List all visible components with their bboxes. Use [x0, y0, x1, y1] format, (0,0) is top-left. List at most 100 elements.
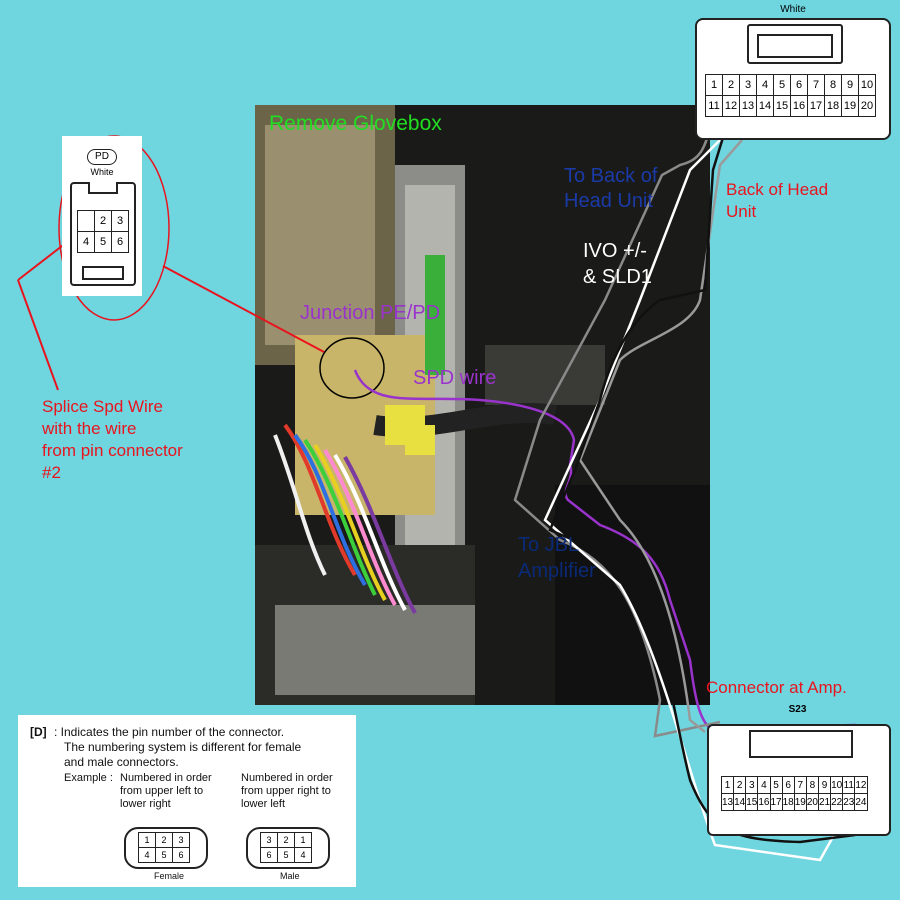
female-pin: 3: [172, 832, 190, 848]
amp-pin: 15: [745, 793, 759, 811]
splice-note-line-3: from pin connector: [42, 441, 183, 460]
back-of-head-unit-label-2: Unit: [726, 202, 757, 221]
head-unit-pin: 11: [705, 95, 723, 117]
splice-note-line-2: with the wire: [42, 419, 137, 438]
pd-connector-body: 2 3 4 5 6: [70, 182, 136, 286]
amp-pin: 22: [830, 793, 844, 811]
head-unit-pin: 18: [824, 95, 842, 117]
amp-pin: 1: [720, 776, 735, 794]
spd-wire-label: SPD wire: [413, 367, 497, 389]
amp-connector-body: 1 2 3 4 5 6 7 8 9 10 11 12 13 14 15 16 1…: [707, 724, 891, 836]
junction-circle: [319, 337, 385, 399]
legend-female-desc-2: from upper left to: [120, 785, 204, 797]
legend-male-desc-2: from upper right to: [241, 785, 331, 797]
amp-pin: 12: [854, 776, 868, 794]
head-unit-pin: 2: [722, 74, 740, 96]
pd-color-label: White: [90, 167, 114, 177]
amp-connector-code: S23: [788, 704, 807, 715]
head-unit-pin: 8: [824, 74, 842, 96]
legend-line-1: : Indicates the pin number of the connec…: [54, 725, 285, 739]
head-unit-pin: 1: [705, 74, 723, 96]
connector-at-amp-label: Connector at Amp.: [706, 678, 847, 697]
to-back-of-head-unit-label-1: To Back of: [564, 165, 658, 187]
male-pin: 2: [277, 832, 295, 848]
pd-pin: 6: [111, 231, 129, 253]
head-unit-pin: 14: [756, 95, 774, 117]
head-unit-pin: 4: [756, 74, 774, 96]
legend-male-desc-3: lower left: [241, 798, 286, 810]
glovebox-photo: Remove Glovebox: [255, 105, 710, 705]
female-caption: Female: [154, 871, 185, 881]
amp-connector-diagram: S23 1 2 3 4 5 6 7 8 9 10 11 12 13 14 15: [705, 700, 891, 836]
head-unit-pin: 9: [841, 74, 859, 96]
amp-pin: 6: [781, 776, 795, 794]
head-unit-pin: 10: [858, 74, 876, 96]
head-unit-connector-body: 1 2 3 4 5 6 7 8 9 10 11 12 13 14 15 16 1…: [695, 18, 891, 140]
amp-pin: 11: [842, 776, 856, 794]
ivo-label-1: IVO +/-: [583, 240, 647, 262]
pd-pin: 3: [111, 210, 129, 232]
amp-pin: 18: [781, 793, 795, 811]
female-pin: 2: [155, 832, 173, 848]
gray-wire-path: [513, 119, 721, 738]
amp-pin: 16: [757, 793, 771, 811]
amp-pin: 9: [817, 776, 832, 794]
male-caption: Male: [280, 871, 300, 881]
female-pin: 1: [138, 832, 156, 848]
amp-pin: 21: [817, 793, 832, 811]
legend-line-3: and male connectors.: [64, 755, 179, 769]
amp-pin: 7: [793, 776, 807, 794]
pd-pin: 4: [77, 231, 95, 253]
amp-pin: 4: [757, 776, 771, 794]
amp-pin: 14: [733, 793, 747, 811]
to-jbl-label-2: Amplifier: [518, 560, 596, 582]
amp-pin: 17: [769, 793, 783, 811]
amp-pin: 24: [854, 793, 868, 811]
head-unit-pin: 7: [807, 74, 825, 96]
glovebox-photo-graphic: [255, 105, 710, 705]
pd-pin: 5: [94, 231, 112, 253]
splice-note-line-1: Splice Spd Wire: [42, 397, 163, 416]
head-unit-pin: 13: [739, 95, 757, 117]
ivo-label-2: & SLD1: [583, 266, 652, 288]
amp-pin: 3: [745, 776, 759, 794]
head-unit-pin: 16: [790, 95, 808, 117]
splice-note-line-4: #2: [42, 463, 61, 482]
head-unit-pin: 6: [790, 74, 808, 96]
female-connector-example: 1 2 3 4 5 6: [124, 827, 208, 869]
male-pin: 3: [260, 832, 278, 848]
amp-pin: 23: [842, 793, 856, 811]
female-pin: 5: [155, 847, 173, 863]
legend-line-2: The numbering system is different for fe…: [64, 740, 302, 754]
female-pin: 4: [138, 847, 156, 863]
head-unit-pin: 12: [722, 95, 740, 117]
pd-pin: 2: [94, 210, 112, 232]
female-pin: 6: [172, 847, 190, 863]
legend-female-desc-1: Numbered in order: [120, 772, 212, 784]
amp-pin: 19: [793, 793, 807, 811]
to-jbl-label-1: To JBL: [518, 534, 580, 556]
legend-male-desc-1: Numbered in order: [241, 772, 333, 784]
head-unit-pin: 19: [841, 95, 859, 117]
amp-pin: 10: [830, 776, 844, 794]
legend-female-desc-3: lower right: [120, 798, 171, 810]
splice-pointer-line: [17, 279, 59, 391]
gray-wire-2-path: [578, 139, 743, 733]
male-connector-example: 3 2 1 6 5 4: [246, 827, 330, 869]
head-unit-pin: 15: [773, 95, 791, 117]
back-of-head-unit-label-1: Back of Head: [726, 180, 829, 199]
amp-pin: 20: [805, 793, 820, 811]
amp-pin: 8: [805, 776, 820, 794]
pin-numbering-legend: [D] : Indicates the pin number of the co…: [18, 715, 356, 887]
pd-connector-diagram: PD White 2 3 4 5 6: [62, 136, 142, 296]
head-unit-color-label: White: [780, 4, 806, 15]
amp-pin: 5: [769, 776, 783, 794]
amp-pin: 2: [733, 776, 747, 794]
pd-pin-grid: 2 3 4 5 6: [77, 210, 129, 253]
legend-tag: [D]: [30, 725, 47, 739]
legend-example-label: Example :: [64, 772, 113, 784]
junction-pointer-line: [162, 265, 325, 353]
remove-glovebox-label: Remove Glovebox: [269, 112, 442, 135]
head-unit-pin: 20: [858, 95, 876, 117]
